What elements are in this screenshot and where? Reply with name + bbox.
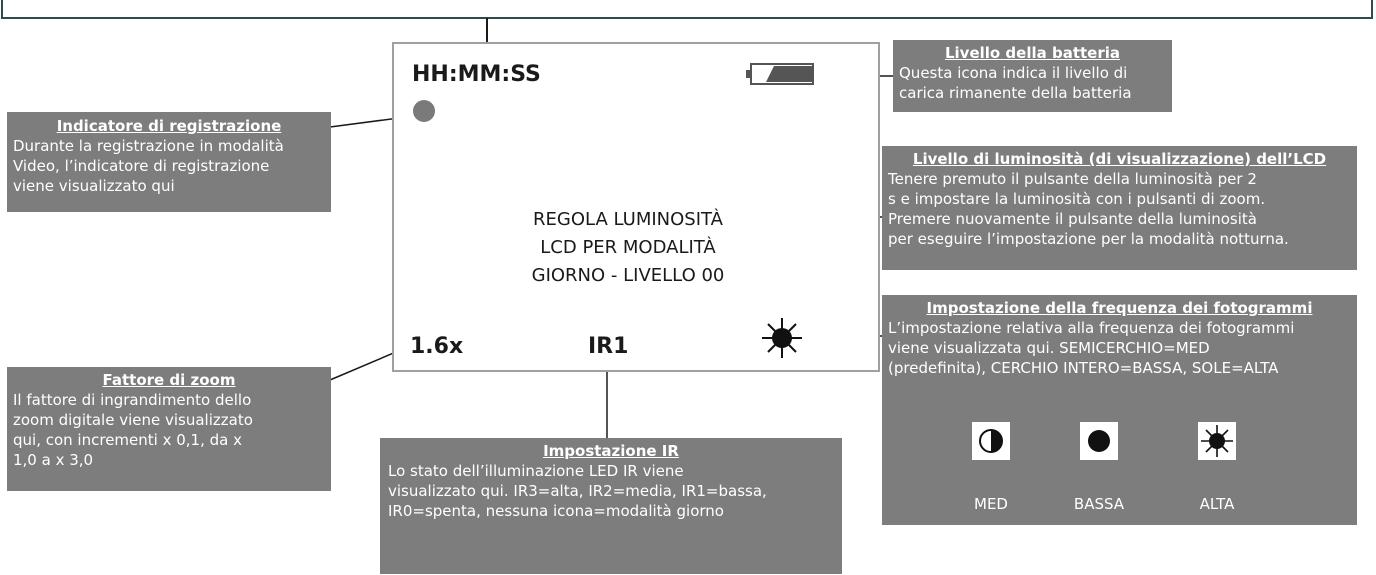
recording-callout-line-2: Video, l’indicatore di registrazione [13, 157, 270, 175]
zoom-callout-line-2: zoom digitale viene visualizzato [13, 411, 253, 429]
brightness-callout-line-4: per eseguire l’impostazione per la modal… [888, 230, 1289, 248]
recording-callout-title: Indicatore di registrazione [56, 117, 282, 135]
zoom-value: 1.6x [410, 334, 464, 359]
ir-callout-line-2: visualizzato qui. IR3=alta, IR2=media, I… [388, 482, 767, 500]
framerate-callout-line-2: viene visualizzata qui. SEMICERCHIO=MED [888, 339, 1210, 357]
brightness-callout-line-3: Premere nuovamente il pulsante della lum… [888, 210, 1257, 228]
battery-callout-line-2: carica rimanente della batteria [899, 84, 1132, 102]
sun-icon [1198, 422, 1236, 460]
ir-callout: Impostazione IR Lo stato dell’illuminazi… [380, 438, 842, 574]
framerate-callout-line-3: (predefinita), CERCHIO INTERO=BASSA, SOL… [888, 359, 1279, 377]
recording-callout: Indicatore di registrazione Durante la r… [7, 112, 331, 212]
fps-label-med: MED [974, 495, 1008, 513]
zoom-callout-line-1: Il fattore di ingrandimento dello [13, 391, 252, 409]
message-line-3: GIORNO - LIVELLO 00 [531, 265, 725, 286]
record-dot-icon [413, 100, 435, 122]
time-display: HH:MM:SS [412, 62, 541, 87]
battery-callout-line-1: Questa icona indica il livello di [899, 64, 1128, 82]
framerate-callout: Impostazione della frequenza dei fotogra… [882, 295, 1357, 525]
half-circle-icon [972, 422, 1010, 460]
zoom-callout: Fattore di zoom Il fattore di ingrandime… [7, 367, 331, 491]
framerate-callout-title: Impostazione della frequenza dei fotogra… [926, 299, 1313, 317]
framerate-callout-line-1: L’impostazione relativa alla frequenza d… [888, 319, 1295, 337]
zoom-callout-title: Fattore di zoom [102, 371, 236, 389]
battery-callout: Livello della batteria Questa icona indi… [893, 40, 1172, 112]
battery-icon [746, 63, 814, 85]
brightness-message: REGOLA LUMINOSITÀ LCD PER MODALITÀ GIORN… [488, 206, 768, 290]
lcd-screen [392, 42, 880, 372]
ir-callout-title: Impostazione IR [543, 442, 679, 460]
message-line-1: REGOLA LUMINOSITÀ [533, 209, 723, 230]
brightness-callout-line-1: Tenere premuto il pulsante della luminos… [888, 170, 1257, 188]
sun-icon [760, 316, 804, 360]
ir-callout-line-1: Lo stato dell’illuminazione LED IR viene [388, 462, 684, 480]
brightness-callout: Livello di luminosità (di visualizzazion… [882, 146, 1357, 270]
fps-label-bassa: BASSA [1073, 495, 1125, 513]
recording-callout-line-1: Durante la registrazione in modalità [13, 137, 284, 155]
zoom-callout-line-3: qui, con incrementi x 0,1, da x [13, 431, 242, 449]
zoom-callout-line-4: 1,0 a x 3,0 [13, 451, 94, 469]
message-line-2: LCD PER MODALITÀ [540, 237, 716, 258]
battery-callout-title: Livello della batteria [944, 44, 1121, 62]
full-circle-icon [1080, 422, 1118, 460]
fps-label-alta: ALTA [1199, 495, 1235, 513]
brightness-callout-title: Livello di luminosità (di visualizzazion… [912, 150, 1327, 168]
ir-callout-line-3: IR0=spenta, nessuna icona=modalità giorn… [388, 502, 724, 520]
recording-callout-line-3: viene visualizzato qui [13, 177, 175, 195]
top-frame-line [1, 0, 1373, 19]
ir-value: IR1 [588, 334, 629, 359]
brightness-callout-line-2: s e impostare la luminosità con i pulsan… [888, 190, 1266, 208]
